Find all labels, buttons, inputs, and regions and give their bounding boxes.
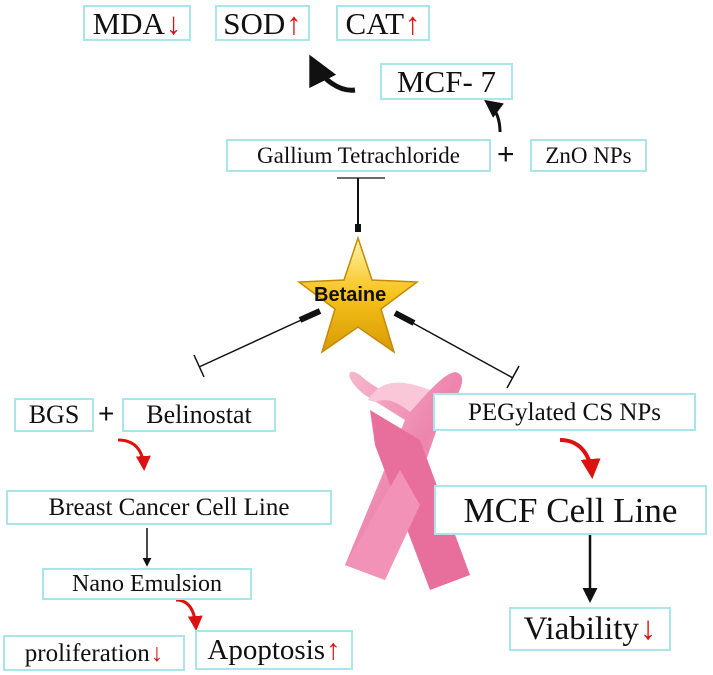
- zno-label: ZnO NPs: [545, 143, 632, 168]
- sod-label: SOD: [223, 5, 286, 41]
- betaine-label: Betaine: [314, 284, 387, 306]
- apoptosis-box: Apoptosis↑: [195, 630, 353, 670]
- inhibit-line-right: [399, 315, 514, 379]
- belinostat-box: Belinostat: [122, 398, 276, 432]
- increase-arrow-icon: ↑: [286, 5, 302, 41]
- belinostat-label: Belinostat: [146, 400, 252, 429]
- breast-cancer-label: Breast Cancer Cell Line: [48, 494, 290, 521]
- breast-cancer-box: Breast Cancer Cell Line: [6, 490, 332, 525]
- mda-label: MDA: [92, 5, 165, 41]
- decrease-arrow-icon: ↓: [639, 610, 657, 647]
- star-icon: [296, 235, 420, 354]
- nano-emulsion-box: Nano Emulsion: [42, 568, 252, 600]
- bgs-label: BGS: [28, 400, 80, 429]
- plus-sign: +: [98, 398, 115, 429]
- zno-box: ZnO NPs: [530, 139, 647, 172]
- mcf-cell-line-box: MCF Cell Line: [434, 485, 707, 535]
- decrease-arrow-icon: ↓: [165, 5, 182, 41]
- proliferation-box: proliferation↓: [3, 635, 185, 671]
- bgs-box: BGS: [14, 398, 94, 432]
- decrease-arrow-icon: ↓: [150, 639, 164, 667]
- plus-sign: +: [497, 138, 515, 171]
- sod-box: SOD↑: [215, 5, 310, 41]
- mcf-cell-line-label: MCF Cell Line: [463, 490, 678, 530]
- arrow-peg-to-mcf: [559, 438, 601, 479]
- arrow-mcf7-to-sod: [309, 54, 356, 93]
- gallium-box: Gallium Tetrachloride: [226, 139, 491, 172]
- pegylated-box: PEGylated CS NPs: [433, 393, 696, 431]
- arrow-nano-to-apoptosis: [175, 598, 203, 631]
- nano-emulsion-label: Nano Emulsion: [72, 571, 222, 597]
- apoptosis-label: Apoptosis: [207, 633, 326, 666]
- cat-label: CAT: [345, 5, 405, 41]
- arrow-zno-to-mcf7: [484, 99, 504, 133]
- mcf7-label: MCF- 7: [396, 64, 497, 99]
- proliferation-label: proliferation: [24, 639, 150, 667]
- cat-box: CAT↑: [336, 5, 430, 41]
- increase-arrow-icon: ↑: [326, 633, 341, 666]
- viability-box: Viability↓: [509, 607, 671, 651]
- mda-box: MDA↓: [83, 5, 191, 41]
- viability-label: Viability: [523, 610, 639, 647]
- arrow-bgs-to-breast: [117, 438, 151, 471]
- inhibit-line-left: [198, 315, 311, 368]
- pink-ribbon-icon: [345, 371, 470, 590]
- increase-arrow-icon: ↑: [405, 5, 421, 41]
- pegylated-label: PEGylated CS NPs: [467, 398, 662, 426]
- gallium-label: Gallium Tetrachloride: [257, 143, 460, 168]
- mcf7-box: MCF- 7: [380, 63, 513, 100]
